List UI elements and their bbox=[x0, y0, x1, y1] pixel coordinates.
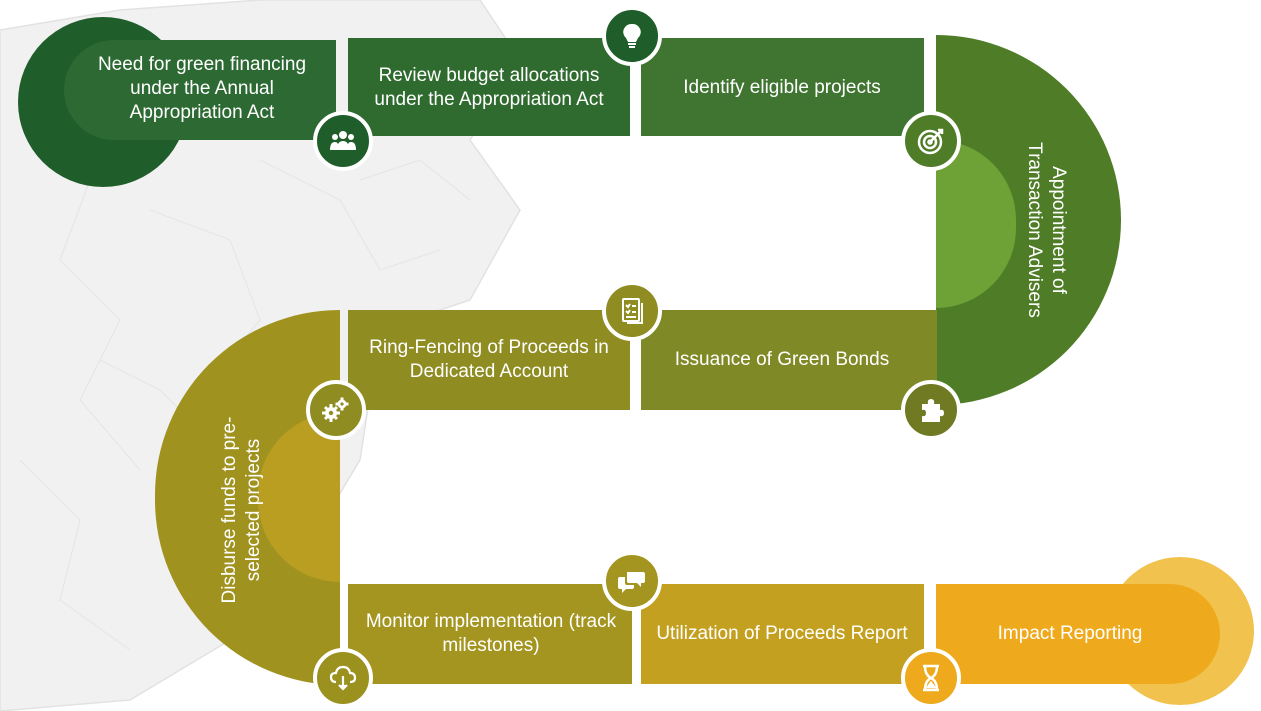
step-3-label: Identify eligible projects bbox=[683, 77, 881, 98]
bar-step-8 bbox=[348, 584, 632, 684]
step-6-label: Ring-Fencing of Proceeds in Dedicated Ac… bbox=[369, 337, 609, 382]
bar-step-9 bbox=[641, 584, 924, 684]
step-9-label: Utilization of Proceeds Report bbox=[656, 623, 908, 644]
cloud-download-icon bbox=[313, 648, 373, 708]
bar-step-1 bbox=[114, 40, 336, 140]
people-group-icon bbox=[313, 111, 373, 171]
step-4-label: Appointment of Transaction Advisers bbox=[1024, 142, 1069, 318]
bar-step-2 bbox=[348, 38, 630, 136]
step-1-label: Need for green financing under the Annua… bbox=[97, 54, 307, 123]
step-2-label: Review budget allocations under the Appr… bbox=[374, 65, 604, 110]
step-10-label: Impact Reporting bbox=[997, 623, 1143, 644]
step-8-label: Monitor implementation (track milestones… bbox=[365, 611, 617, 656]
lightbulb-icon bbox=[602, 6, 662, 66]
step-5-label: Issuance of Green Bonds bbox=[674, 349, 890, 370]
puzzle-piece-icon bbox=[901, 380, 961, 440]
chat-bubbles-icon bbox=[602, 551, 662, 611]
end-circle-inner bbox=[936, 584, 1220, 684]
bar-step-6 bbox=[348, 310, 630, 410]
target-icon bbox=[901, 111, 961, 171]
step-7-label: Disburse funds to pre-selected projects bbox=[219, 416, 264, 604]
bar-step-3 bbox=[641, 38, 924, 136]
bar-step-5 bbox=[641, 310, 937, 410]
gears-icon bbox=[306, 380, 366, 440]
hourglass-icon bbox=[901, 648, 961, 708]
documents-icon bbox=[602, 281, 662, 341]
